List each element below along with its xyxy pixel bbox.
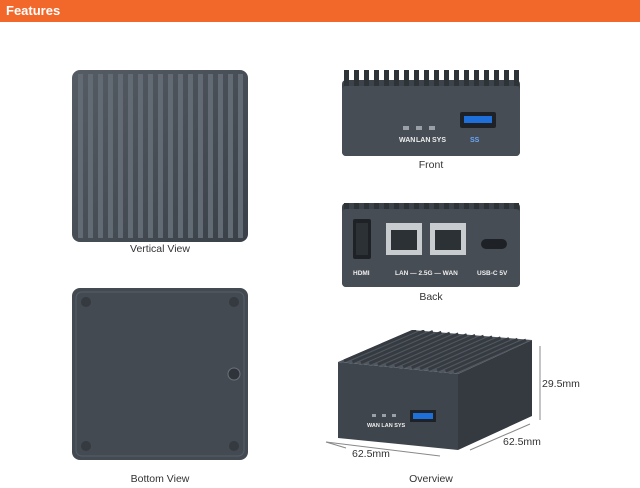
front-usb-label: SS xyxy=(470,137,480,144)
overview-led-labels: WAN LAN SYS xyxy=(367,423,406,429)
overview-caption: Overview xyxy=(409,473,453,485)
front-led-label-lan: LAN xyxy=(416,137,431,144)
back-hdmi-label: HDMI xyxy=(353,270,370,277)
features-header: Features xyxy=(0,0,640,22)
back-view-image xyxy=(342,203,520,287)
overview-depth-dimension: 62.5mm xyxy=(352,448,390,460)
bottom-view-image xyxy=(72,288,248,460)
bottom-view-caption: Bottom View xyxy=(130,473,190,485)
front-caption: Front xyxy=(418,159,444,171)
back-caption: Back xyxy=(419,291,443,303)
front-led-label-wan: WAN xyxy=(399,137,416,144)
front-led-label-sys: SYS xyxy=(432,137,447,144)
back-usbc-label: USB-C 5V xyxy=(477,270,508,277)
front-view-image xyxy=(342,70,520,156)
header-title: Features xyxy=(6,3,61,18)
vertical-view-caption: Vertical View xyxy=(130,243,190,255)
overview-height-dimension: 29.5mm xyxy=(542,378,580,390)
vertical-view-image xyxy=(72,70,248,242)
back-lan-wan-label: LAN — 2.5G — WAN xyxy=(395,270,458,277)
overview-image xyxy=(320,330,550,460)
overview-width-dimension: 62.5mm xyxy=(503,436,541,448)
